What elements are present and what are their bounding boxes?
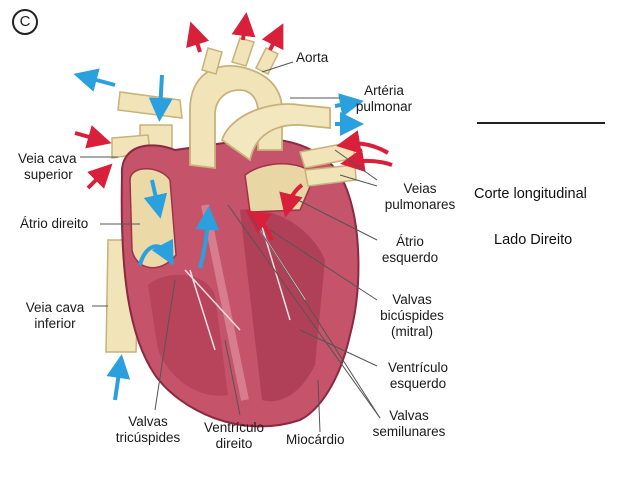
pulmonary-trunk [220,103,331,162]
leader-lines [80,61,381,433]
label-veia-cava-superior-line2: superior [24,167,73,182]
label-atrio-esquerdo: Átrio esquerdo [375,234,445,266]
label-atrio-esquerdo-line1: Átrio [396,234,424,249]
label-miocardio: Miocárdio [286,432,345,447]
label-valvas-semilunares: Valvas semilunares [366,408,452,440]
label-valvas-bicuspides-line1: Valvas [392,292,432,307]
label-valvas-tricuspides: Valvas tricúspides [108,414,188,446]
copyright-symbol: C [12,9,38,35]
label-ventriculo-direito-line2: direito [215,436,253,451]
label-veias-pulmonares: Veias pulmonares [370,181,470,213]
side-text-corte: Corte longitudinal [474,186,587,202]
label-valvas-tricuspides-line1: Valvas [128,414,168,429]
label-ventriculo-esquerdo: Ventrículo esquerdo [378,360,458,392]
label-atrio-esquerdo-line2: esquerdo [381,250,439,265]
label-valvas-bicuspides-line3: (mitral) [391,324,433,339]
label-ventriculo-esquerdo-line1: Ventrículo [387,360,449,375]
label-valvas-bicuspides-line2: bicúspides [380,308,444,323]
label-veia-cava-inferior: Veia cava inferior [20,300,90,332]
label-veia-cava-superior-line1: Veia cava [18,151,77,166]
left-ventricle-cavity [240,209,325,402]
label-veia-cava-inferior-line1: Veia cava [25,300,85,315]
label-veia-cava-inferior-line2: inferior [34,316,76,331]
label-arteria-pulmonar: Artéria pulmonar [344,83,424,115]
label-aorta: Aorta [296,50,329,65]
label-ventriculo-direito: Ventrículo direito [196,420,272,452]
label-ventriculo-esquerdo-line2: esquerdo [389,376,447,391]
label-ventriculo-direito-line1: Ventrículo [203,420,265,435]
label-valvas-semilunares-line2: semilunares [372,424,446,439]
label-valvas-bicuspides: Valvas bicúspides (mitral) [372,292,452,340]
side-text-lado: Lado Direito [494,232,573,248]
label-veias-pulmonares-line1: Veias [403,181,437,196]
blank-underline [477,122,605,124]
label-valvas-semilunares-line1: Valvas [389,408,429,423]
label-arteria-pulmonar-line2: pulmonar [355,99,413,114]
brachiocephalic-vein [117,91,183,119]
label-veias-pulmonares-line2: pulmonares [384,197,456,212]
label-atrio-direito: Átrio direito [20,216,89,231]
right-ventricle-cavity [148,274,228,396]
label-valvas-tricuspides-line2: tricúspides [115,430,181,445]
label-veia-cava-superior: Veia cava superior [18,151,77,183]
label-arteria-pulmonar-line1: Artéria [364,83,404,98]
